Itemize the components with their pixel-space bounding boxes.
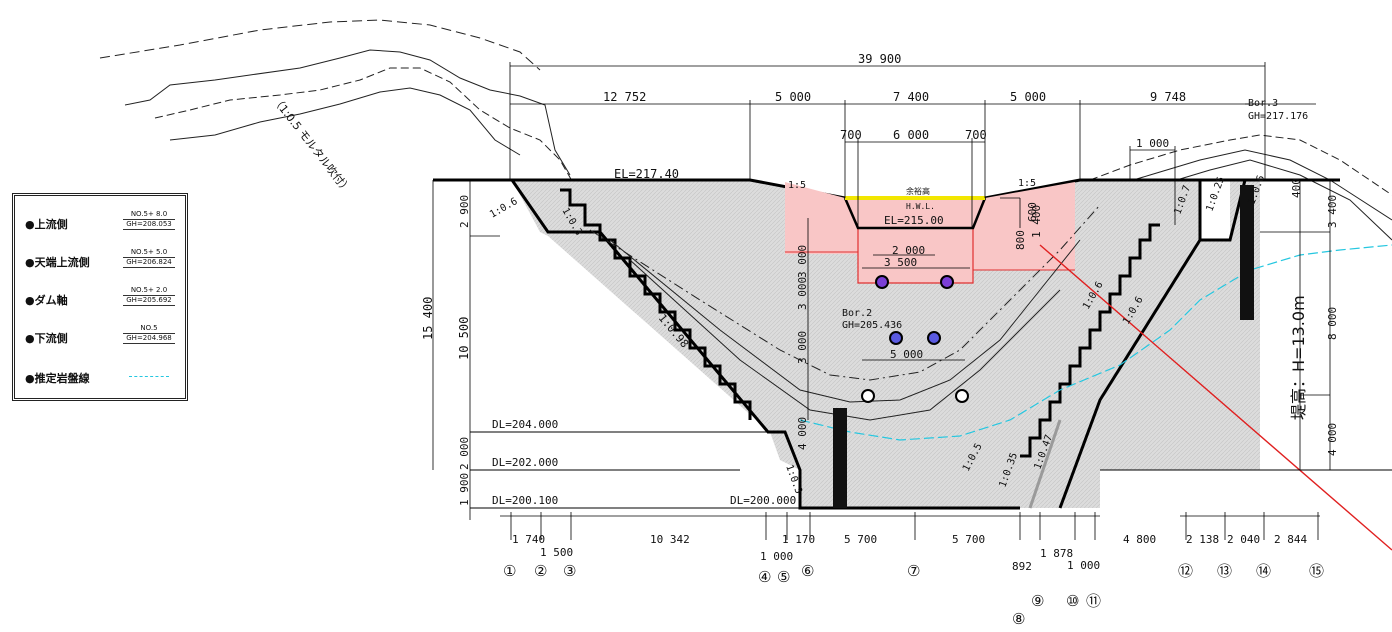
svg-text:892: 892: [1012, 560, 1032, 573]
vdim-right-3: 8 000: [1326, 307, 1339, 340]
boreholes: [833, 185, 1254, 508]
svg-text:⑥: ⑥: [801, 562, 814, 580]
vdim-center-3: 3 000: [796, 331, 809, 364]
svg-text:5 700: 5 700: [952, 533, 985, 546]
svg-text:⑧: ⑧: [1012, 610, 1025, 628]
excavation-lines: [589, 204, 1101, 421]
legend-label: ●ダム軸: [25, 294, 68, 307]
svg-text:⑫: ⑫: [1178, 562, 1193, 580]
spillway-section: [785, 182, 1075, 284]
slope-1: 1:0.6: [488, 196, 520, 221]
vdim-left-5: 1 900: [458, 473, 471, 506]
dimension-lines: [432, 62, 1331, 520]
svg-text:⑨: ⑨: [1031, 592, 1044, 610]
slope-5: 1:5: [1018, 178, 1036, 189]
freeboard: 余裕高: [906, 186, 930, 196]
bedrock-line-sample: [129, 376, 169, 377]
bor2-name: Bor.2: [842, 308, 872, 319]
dl-200-mid: DL=200.000: [730, 494, 796, 507]
vdim-center-2: 3 000: [796, 277, 809, 310]
upper-dim-3: 7 400: [893, 90, 929, 104]
el-top: EL=217.40: [614, 167, 679, 181]
vdim-center-1: 3 000: [796, 245, 809, 278]
svg-text:①: ①: [503, 562, 516, 580]
svg-text:2 844: 2 844: [1274, 533, 1307, 546]
dim-1000-right: 1 000: [1136, 137, 1169, 150]
svg-text:③: ③: [563, 562, 576, 580]
svg-text:10 342: 10 342: [650, 533, 690, 546]
bor3-gh: GH=217.176: [1248, 111, 1308, 122]
vdim-left-2: 10 500: [457, 317, 471, 360]
vdim-right-2: 3 400: [1326, 195, 1339, 228]
upper-dim-1: 12 752: [603, 90, 646, 104]
svg-text:2 040: 2 040: [1227, 533, 1260, 546]
vdim-right-1: 400: [1290, 178, 1303, 198]
upper-dim-5: 9 748: [1150, 90, 1186, 104]
dl-204: DL=204.000: [492, 418, 558, 431]
inner-dim-3: 5 000: [890, 348, 923, 361]
svg-text:5 700: 5 700: [844, 533, 877, 546]
vdim-left-4: 2 000: [458, 437, 471, 470]
svg-text:④: ④: [758, 568, 771, 586]
svg-text:②: ②: [534, 562, 547, 580]
svg-text:4 800: 4 800: [1123, 533, 1156, 546]
legend-label: ●下流側: [25, 332, 68, 345]
svg-text:⑦: ⑦: [907, 562, 920, 580]
upper-dim-4: 5 000: [1010, 90, 1046, 104]
legend-label: ●天端上流側: [25, 256, 90, 269]
bor3-name: Bor.3: [1248, 98, 1278, 109]
slope-4: 1:5: [788, 180, 806, 191]
svg-text:1 500: 1 500: [540, 546, 573, 559]
vdim-left-1: 15 400: [421, 297, 435, 340]
upper-dim-2: 5 000: [775, 90, 811, 104]
svg-text:1 170: 1 170: [782, 533, 815, 546]
el-spill: EL=215.00: [884, 214, 944, 227]
dam-height: 堤高：H=13.0m: [1289, 295, 1308, 420]
inner-dim-1: 3 500: [884, 256, 917, 269]
terrain-lines: [99, 19, 581, 196]
vdim-right-4: 4 000: [1326, 423, 1339, 456]
svg-text:1 000: 1 000: [1067, 559, 1100, 572]
legend-item-bedrock: ●推定岩盤線: [25, 364, 185, 388]
svg-text:1 740: 1 740: [512, 533, 545, 546]
stair-right: [1020, 223, 1160, 458]
svg-text:⑭: ⑭: [1256, 562, 1271, 580]
svg-text:⑮: ⑮: [1309, 562, 1324, 580]
spill-dim-3: 700: [965, 128, 987, 142]
hwl: H.W.L.: [906, 202, 935, 211]
inner-dim-2: 2 000: [892, 244, 925, 257]
section-line: [1039, 244, 1392, 551]
svg-text:⑬: ⑬: [1217, 562, 1232, 580]
top-dim: 39 900: [858, 52, 901, 66]
svg-text:⑤: ⑤: [777, 568, 790, 586]
spill-dim-2: 6 000: [893, 128, 929, 142]
vdim-left-3: 2 900: [458, 195, 471, 228]
spill-dim-1: 700: [840, 128, 862, 142]
dl-200-left: DL=200.100: [492, 494, 558, 507]
svg-text:⑪: ⑪: [1086, 592, 1101, 610]
mortar-label: （1:0.5 モルタル吹付）: [270, 94, 354, 196]
legend-label: ●推定岩盤線: [25, 372, 90, 385]
bor2-gh: GH=205.436: [842, 320, 902, 331]
vdim-spill-2: 1 400: [1030, 205, 1043, 238]
stair-left: [560, 188, 752, 420]
svg-text:⑩: ⑩: [1066, 592, 1079, 610]
vdim-spill-1: 600: [1026, 202, 1039, 222]
vdim-center-4: 4 000: [796, 417, 809, 450]
svg-text:1 878: 1 878: [1040, 547, 1073, 560]
svg-text:1 000: 1 000: [760, 550, 793, 563]
station-markers: ① ② ③ ④ ⑤ ⑥ ⑦ ⑧ ⑨ ⑩ ⑪ ⑫ ⑬ ⑭ ⑮: [503, 562, 1324, 628]
svg-text:2 138: 2 138: [1186, 533, 1219, 546]
vdim-spill-3: 800: [1014, 230, 1027, 250]
legend-label: ●上流側: [25, 218, 68, 231]
datum-lines: [470, 431, 1392, 509]
bottom-dims: 1 740 1 500 10 342 1 000 1 170 5 700 5 7…: [512, 533, 1307, 573]
dl-202: DL=202.000: [492, 456, 558, 469]
